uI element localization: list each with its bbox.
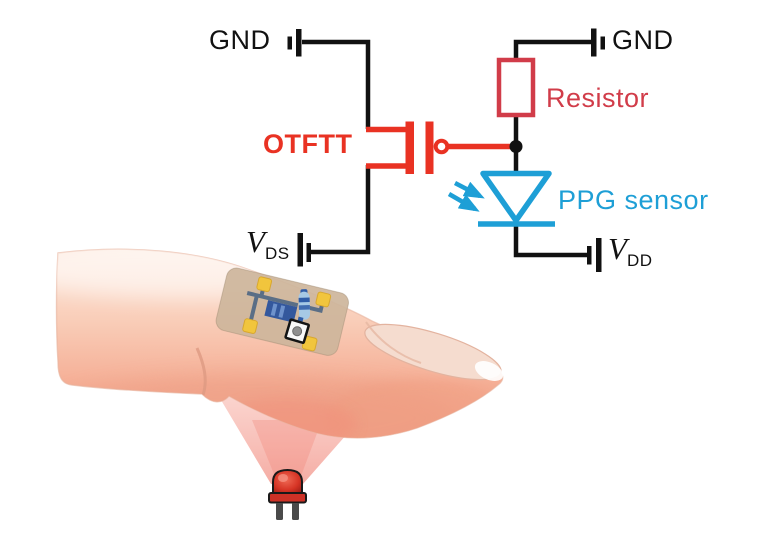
patch-capsule	[298, 289, 311, 320]
light-cone-core	[252, 420, 322, 484]
vds-subscript: DS	[264, 244, 290, 263]
photodiode-symbol	[447, 170, 555, 227]
light-cone	[221, 392, 347, 484]
ground-terminal-icon	[287, 29, 302, 57]
vdd-subscript: DD	[626, 251, 653, 270]
vdd-symbol: V	[608, 231, 627, 266]
ground-terminal-icon	[591, 28, 605, 57]
vds-symbol: V	[246, 224, 265, 259]
led-leg	[292, 503, 299, 520]
gnd-left-label: GND	[209, 25, 271, 55]
otft-transistor-symbol	[366, 121, 512, 174]
patch-otft-device	[264, 300, 298, 323]
battery-terminal-icon	[587, 238, 602, 272]
led-leg	[276, 503, 283, 520]
ppg-sensor-label: PPG sensor	[558, 185, 709, 215]
battery-terminal-icon	[297, 233, 311, 267]
gnd-right-label: GND	[612, 25, 674, 55]
vdd-label: VDD	[608, 233, 653, 269]
junction-dot	[509, 140, 523, 153]
resistor-label: Resistor	[546, 83, 650, 113]
patch-pads	[242, 276, 332, 352]
resistor-symbol	[496, 57, 536, 118]
light-arrows-icon	[447, 181, 485, 212]
patch-chip	[284, 318, 310, 345]
sensor-patch	[215, 267, 349, 356]
led-icon	[268, 468, 307, 520]
transistor-label: OTFTT	[263, 129, 353, 159]
fingernail	[364, 321, 504, 381]
vds-label: VDS	[246, 226, 290, 262]
